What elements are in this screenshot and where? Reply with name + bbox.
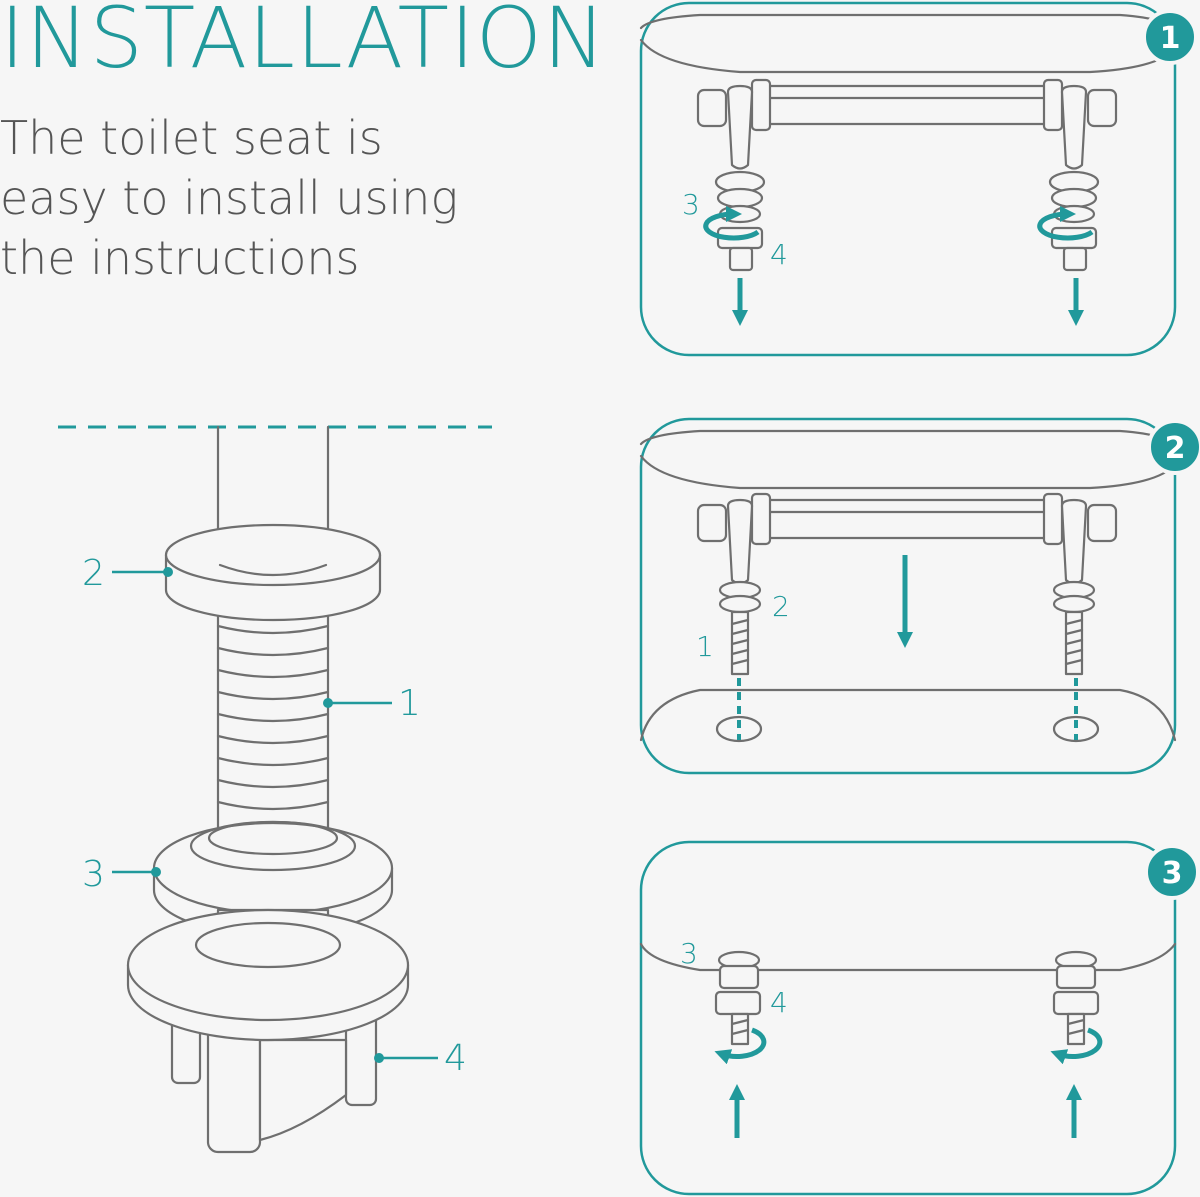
step-2-label-b: 2 bbox=[772, 590, 790, 623]
base-with-legs bbox=[126, 908, 410, 1154]
step-3-number: 3 bbox=[1162, 856, 1183, 891]
part-label-3: 3 bbox=[82, 854, 105, 895]
callout-part-3: 3 bbox=[82, 854, 161, 895]
step-2-panel: 1 2 2 bbox=[639, 417, 1200, 775]
step-1-label-a: 3 bbox=[682, 188, 700, 221]
step-2-badge: 2 bbox=[1147, 419, 1200, 475]
step-1-badge: 1 bbox=[1142, 9, 1198, 65]
step-2-number: 2 bbox=[1165, 431, 1186, 466]
part-label-4: 4 bbox=[444, 1038, 467, 1079]
step-3-panel: 3 4 3 bbox=[639, 840, 1200, 1196]
step-2-label-a: 1 bbox=[696, 630, 714, 663]
exploded-bolt: 1 2 3 4 bbox=[58, 425, 492, 1154]
step-3-label-b: 4 bbox=[770, 986, 788, 1019]
step-1-label-b: 4 bbox=[770, 238, 788, 271]
step-3-label-a: 3 bbox=[680, 937, 698, 970]
page-title: INSTALLATION bbox=[0, 0, 607, 87]
page-subtitle: The toilet seat is easy to install using… bbox=[0, 111, 459, 285]
washer bbox=[164, 523, 382, 622]
part-label-2: 2 bbox=[82, 553, 105, 594]
step-3-badge: 3 bbox=[1144, 844, 1200, 900]
callout-part-2: 2 bbox=[82, 553, 173, 594]
step-1-number: 1 bbox=[1160, 21, 1181, 56]
part-label-1: 1 bbox=[398, 683, 421, 724]
callout-part-1: 1 bbox=[323, 683, 421, 724]
step-1-panel: 3 4 1 bbox=[639, 1, 1198, 357]
callout-part-4: 4 bbox=[374, 1038, 467, 1079]
